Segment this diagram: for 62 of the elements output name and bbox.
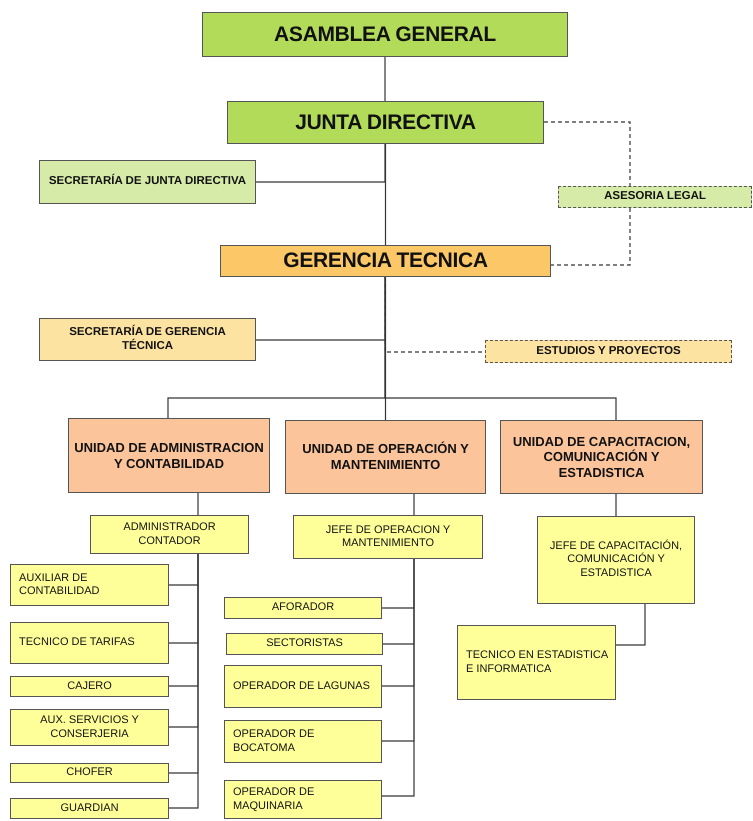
box-label: CAJERO [66, 680, 113, 694]
connector-line [256, 144, 386, 183]
box-label: ESTUDIOS Y PROYECTOS [535, 344, 682, 358]
org-box [224, 665, 382, 708]
connector-line [413, 494, 415, 515]
box-label: AFORADOR [270, 601, 336, 615]
org-box [10, 676, 169, 697]
box-label: ASESORIA LEGAL [603, 190, 707, 204]
org-box [485, 340, 732, 363]
connector-line [384, 144, 386, 245]
connector-line [615, 494, 617, 516]
box-label: OPERADOR DE LAGUNAS [232, 680, 371, 694]
box-label: OPERADOR DE MAQUINARIA [232, 786, 316, 813]
box-label: UNIDAD DE ADMINISTRACION Y CONTABILIDAD [73, 440, 265, 472]
box-label: TECNICO DE TARIFAS [18, 636, 136, 650]
box-label: JUNTA DIRECTIVA [295, 110, 476, 136]
org-box [226, 633, 383, 655]
org-box [293, 515, 483, 559]
org-box [285, 420, 486, 494]
org-box [224, 720, 382, 763]
dashed-connector [551, 208, 631, 266]
box-label: SECRETARÍA DE GERENCIA TÉCNICA [68, 326, 227, 354]
box-label: TECNICO EN ESTADISTICA E INFORMATICA [465, 649, 609, 676]
box-label: UNIDAD DE CAPACITACION, COMUNICACIÓN Y ESTADISTICA [512, 434, 692, 480]
org-box [224, 597, 382, 619]
connector-line [197, 493, 199, 515]
org-box [39, 318, 256, 361]
org-box [202, 12, 568, 57]
box-label: JEFE DE CAPACITACIÓN, COMUNICACIÓN Y ESTADISTICA [548, 540, 684, 580]
org-box [537, 516, 695, 604]
box-label: AUX. SERVICIOS Y CONSERJERIA [39, 714, 140, 741]
org-box [220, 245, 551, 277]
org-box [39, 160, 256, 204]
connector-line [382, 559, 415, 797]
org-box [10, 763, 169, 783]
org-box [224, 780, 382, 819]
box-label: JEFE DE OPERACION Y MANTENIMIENTO [324, 524, 452, 550]
dashed-connector [544, 121, 631, 186]
box-label: GUARDIAN [59, 802, 120, 816]
org-box [10, 622, 169, 664]
org-box [10, 798, 169, 819]
connector-line [384, 57, 386, 101]
box-label: OPERADOR DE BOCATOMA [232, 728, 316, 755]
box-label: UNIDAD DE OPERACIÓN Y MANTENIMIENTO [301, 441, 470, 473]
org-box [10, 709, 169, 746]
box-label: AUXILIAR DE CONTABILIDAD [18, 572, 100, 598]
box-label: CHOFER [65, 766, 114, 780]
org-box [10, 564, 169, 606]
box-label: SECTORISTAS [265, 637, 344, 651]
box-label: ASAMBLEA GENERAL [274, 22, 496, 48]
connector-line [616, 604, 646, 646]
connector-line [384, 277, 386, 420]
org-box [68, 418, 270, 493]
org-box [558, 186, 752, 208]
box-label: SECRETARÍA DE JUNTA DIRECTIVA [48, 175, 248, 189]
org-box [90, 515, 249, 554]
box-label: GERENCIA TECNICA [283, 248, 488, 274]
org-box [227, 101, 544, 144]
org-box [457, 625, 616, 700]
org-box [500, 420, 703, 494]
box-label: ADMINISTRADOR CONTADOR [122, 521, 217, 548]
connector-line [384, 277, 617, 420]
